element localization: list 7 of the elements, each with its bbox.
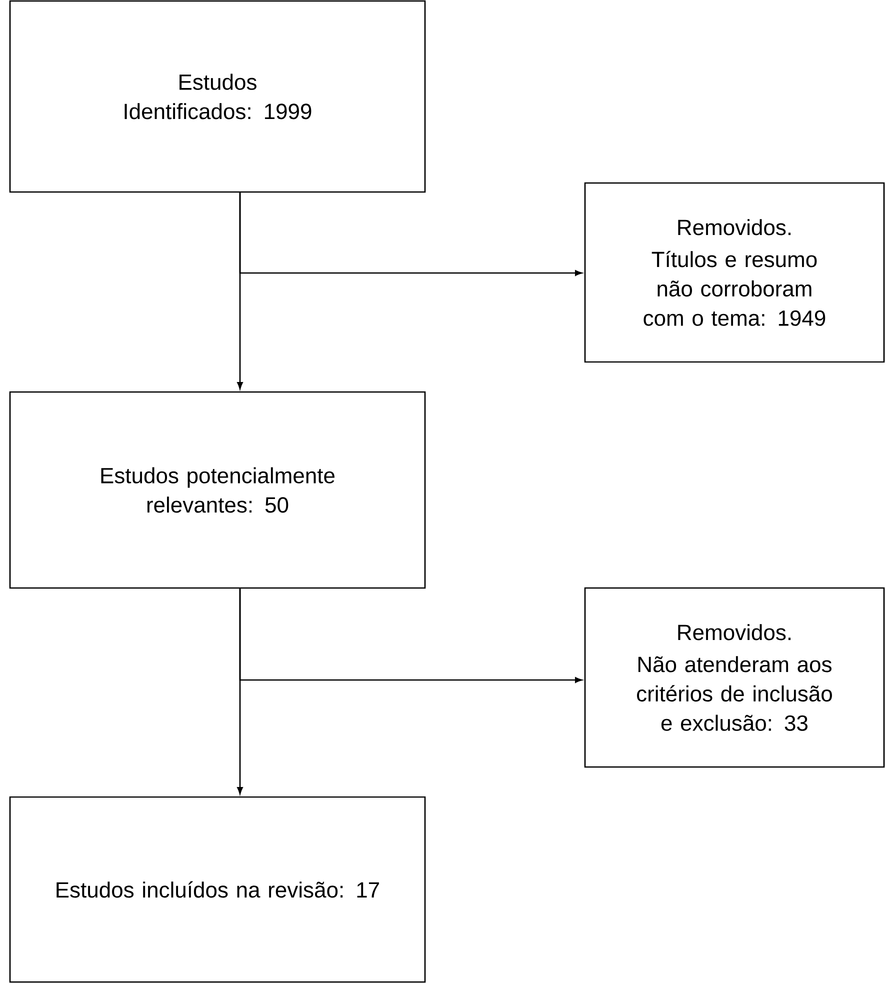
process-box: Removidos. Títulos e resumo não corroboram com o tema: 1949 (584, 182, 885, 363)
process-box: Estudos potencialmente relevantes: 50 (9, 391, 426, 589)
process-box: Estudos incluídos na revisão: 17 (9, 796, 426, 983)
arrow (239, 192, 582, 276)
process-box: Removidos. Não atenderam aos critérios de inclusão e exclusão: 33 (584, 587, 885, 768)
process-box: Estudos Identificados: 1999 (9, 0, 426, 193)
arrow (239, 588, 582, 683)
